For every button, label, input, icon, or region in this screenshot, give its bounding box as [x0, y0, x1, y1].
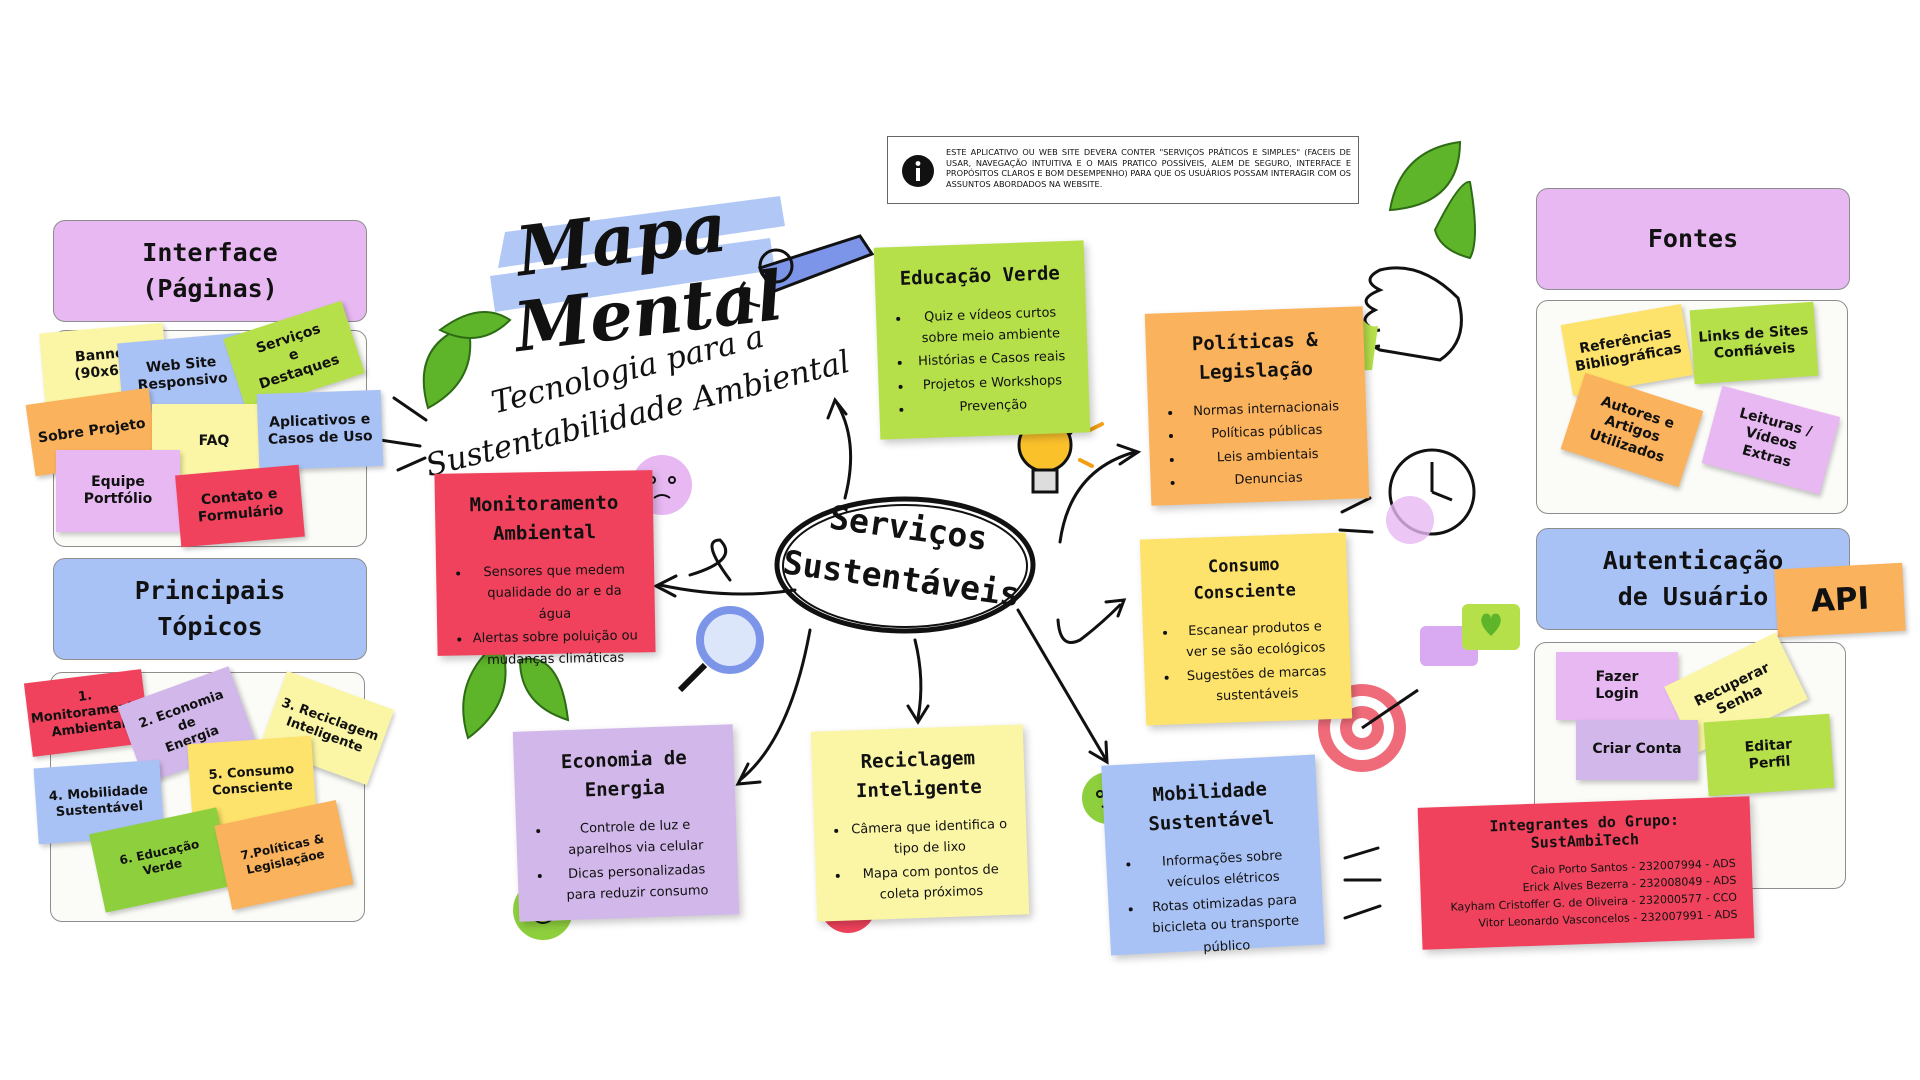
auth-item-editar-perfil[interactable]: Editar Perfil	[1703, 713, 1835, 797]
auth-item-login[interactable]: Fazer Login	[1556, 652, 1678, 720]
chat-bubble-icon	[1420, 604, 1520, 666]
clock-icon	[1386, 448, 1476, 544]
card-title: Mobilidade Sustentável	[1147, 778, 1275, 835]
auth-item-criar-conta[interactable]: Criar Conta	[1576, 720, 1698, 780]
card-item: Informações sobre veículos elétricos	[1140, 844, 1306, 895]
fontes-item-links[interactable]: Links de Sites Confiáveis	[1689, 301, 1819, 385]
fontes-header: Fontes	[1536, 188, 1850, 290]
interface-item-equipe[interactable]: Equipe Portfólio	[56, 450, 180, 532]
card-item: Câmera que identifica o tipo de lixo	[848, 814, 1011, 863]
card-item: Rotas otimizadas para bicicleta ou trans…	[1142, 889, 1309, 962]
card-title: Consumo Consciente	[1193, 554, 1297, 604]
leaf-icon-bottom	[462, 638, 570, 740]
card-title: Economia de Energia	[560, 746, 688, 801]
card-consumo: Consumo Consciente Escanear produtos e v…	[1139, 532, 1353, 726]
info-note-text: Este aplicativo ou web site devera conte…	[946, 147, 1351, 189]
card-title: Políticas & Legislação	[1191, 328, 1319, 384]
topicos-header: Principais Tópicos	[53, 558, 367, 660]
card-item: Histórias e Casos reais	[911, 346, 1072, 373]
card-economia: Economia de Energia Controle de luz e ap…	[512, 724, 740, 922]
info-icon	[902, 155, 934, 187]
card-politicas: Políticas & Legislação Normas internacio…	[1144, 306, 1370, 506]
info-note: Este aplicativo ou web site devera conte…	[887, 136, 1359, 204]
card-educacao-verde: Educação Verde Quiz e vídeos curtos sobr…	[873, 240, 1091, 440]
leaf-icon-left	[422, 311, 512, 410]
card-item: Escanear produtos e ver se são ecológico…	[1177, 616, 1334, 664]
api-badge: API	[1774, 562, 1906, 638]
card-item: Políticas públicas	[1183, 419, 1352, 446]
card-item: Normas internacionais	[1182, 396, 1351, 423]
members-title: Integrantes do Grupo: SustAmbiTech	[1489, 810, 1680, 852]
card-mobilidade: Mobilidade Sustentável Informações sobre…	[1101, 754, 1325, 956]
card-monitoramento: Monitoramento Ambiental Sensores que med…	[434, 470, 656, 668]
card-item: Denuncias	[1184, 466, 1353, 493]
leaf-icon-top-right	[1388, 140, 1476, 260]
card-item: Mapa com pontos de coleta próximos	[849, 859, 1012, 908]
card-item: Controle de luz e aparelhos via celular	[550, 814, 721, 863]
card-item: Sensores que medem qualidade do ar e da …	[470, 559, 639, 626]
card-title: Reciclagem Inteligente	[855, 747, 983, 802]
card-item: Sugestões de marcas sustentáveis	[1178, 661, 1335, 709]
interface-item-contato[interactable]: Contato e Formulário	[175, 464, 305, 548]
card-title: Educação Verde	[899, 262, 1061, 290]
card-reciclagem: Reciclagem Inteligente Câmera que identi…	[810, 724, 1030, 922]
interface-item-aplicativos[interactable]: Aplicativos e Casos de Uso	[256, 389, 384, 471]
card-item: Projetos e Workshops	[912, 370, 1073, 397]
card-title: Monitoramento Ambiental	[469, 491, 619, 545]
card-item: Leis ambientais	[1183, 443, 1352, 470]
pen-icon	[738, 234, 875, 308]
card-item: Dicas personalizadas para reduzir consum…	[551, 859, 722, 908]
card-item: Quiz e vídeos curtos sobre meio ambiente	[910, 301, 1071, 349]
card-item: Prevenção	[913, 393, 1074, 420]
card-item: Alertas sobre poluição ou mudanças climá…	[471, 626, 640, 672]
interface-header: Interface (Páginas)	[53, 220, 367, 322]
magnifier-icon	[677, 606, 764, 693]
members-card: Integrantes do Grupo: SustAmbiTech Caio …	[1417, 796, 1755, 950]
